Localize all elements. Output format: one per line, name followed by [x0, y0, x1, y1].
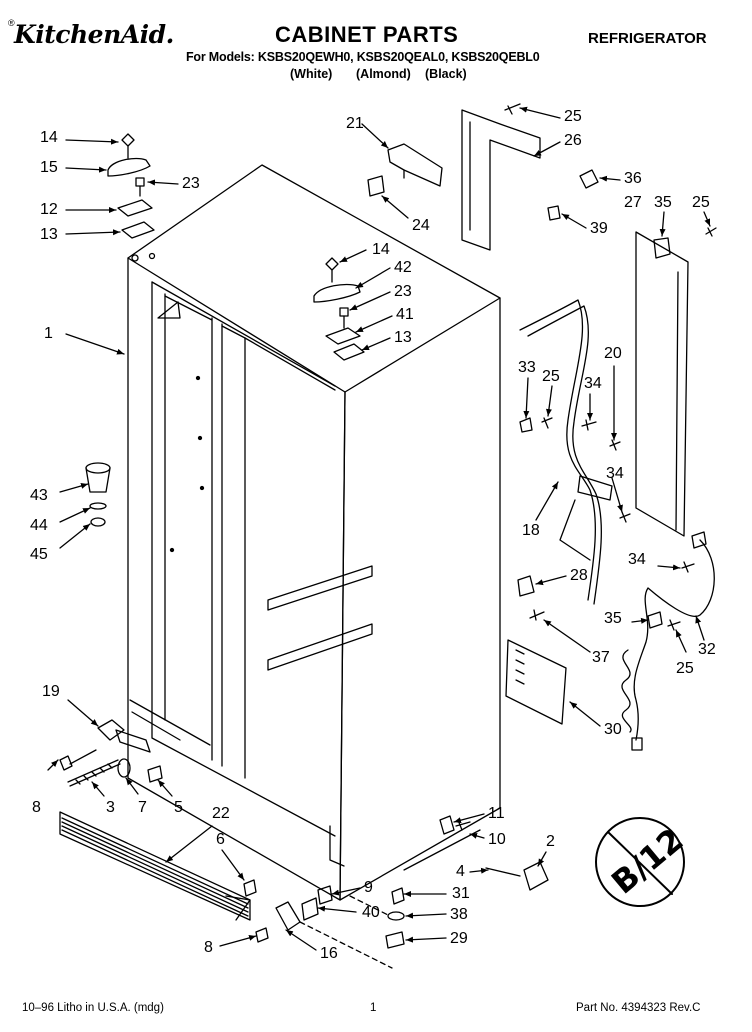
callout-19: 19	[42, 683, 60, 700]
callout-5: 5	[174, 799, 183, 816]
cabinet-shell	[127, 164, 501, 901]
callout-35: 35	[654, 194, 672, 211]
callout-7: 7	[138, 799, 147, 816]
callout-38: 38	[450, 906, 468, 923]
callout-14: 14	[40, 129, 58, 146]
callout-23: 23	[394, 283, 412, 300]
rear-duct	[461, 109, 541, 251]
revision-stamp	[595, 817, 685, 907]
callout-23: 23	[182, 175, 200, 192]
callout-13: 13	[40, 226, 58, 243]
callout-16: 16	[320, 945, 338, 962]
callout-34: 34	[584, 375, 602, 392]
callout-40: 40	[362, 904, 380, 921]
callout-25: 25	[564, 108, 582, 125]
callout-25: 25	[692, 194, 710, 211]
callout-25: 25	[542, 368, 560, 385]
wiring-harness	[519, 299, 613, 605]
access-panel	[505, 639, 567, 725]
callout-36: 36	[624, 170, 642, 187]
callout-26: 26	[564, 132, 582, 149]
color-white: (White)	[290, 67, 333, 81]
page-title: CABINET PARTS	[275, 22, 459, 47]
power-cord	[621, 531, 715, 751]
callout-35: 35	[604, 610, 622, 627]
callout-20: 20	[604, 345, 622, 362]
callout-8: 8	[204, 939, 213, 956]
callout-13: 13	[394, 329, 412, 346]
leader-lines	[47, 106, 711, 951]
callout-43: 43	[30, 487, 48, 504]
callout-15: 15	[40, 159, 58, 176]
small-parts	[59, 103, 717, 969]
callout-18: 18	[522, 522, 540, 539]
color-black: (Black)	[425, 67, 467, 81]
callout-42: 42	[394, 259, 412, 276]
callout-44: 44	[30, 517, 48, 534]
callout-27: 27	[624, 194, 642, 211]
callout-2: 2	[546, 833, 555, 850]
callout-30: 30	[604, 721, 622, 738]
callout-29: 29	[450, 930, 468, 947]
callout-10: 10	[488, 831, 506, 848]
callout-1: 1	[44, 325, 53, 342]
litho-note: 10–96 Litho in U.S.A. (mdg)	[22, 1002, 164, 1014]
callout-14: 14	[372, 241, 390, 258]
callout-6: 6	[216, 831, 225, 848]
brand-mark: ®	[8, 18, 15, 28]
callout-22: 22	[212, 805, 230, 822]
callout-37: 37	[592, 649, 610, 666]
brand-logo: KitchenAid.	[14, 20, 174, 49]
toe-grille	[59, 811, 251, 921]
page-number: 1	[370, 1002, 377, 1014]
callout-33: 33	[518, 359, 536, 376]
part-number: Part No. 4394323 Rev.C	[576, 1002, 701, 1014]
callout-24: 24	[412, 217, 430, 234]
callout-12: 12	[40, 201, 58, 218]
callout-45: 45	[30, 546, 48, 563]
callout-4: 4	[456, 863, 465, 880]
callout-31: 31	[452, 885, 470, 902]
models-line: For Models: KSBS20QEWH0, KSBS20QEAL0, KS…	[186, 50, 540, 64]
callout-41: 41	[396, 306, 414, 323]
callout-3: 3	[106, 799, 115, 816]
color-almond: (Almond)	[356, 67, 411, 81]
callout-25: 25	[676, 660, 694, 677]
appliance-label: REFRIGERATOR	[588, 30, 707, 47]
callout-9: 9	[364, 879, 373, 896]
callout-34: 34	[606, 465, 624, 482]
callout-8: 8	[32, 799, 41, 816]
callout-21: 21	[346, 115, 364, 132]
callout-28: 28	[570, 567, 588, 584]
evaporator-cover	[635, 231, 689, 537]
callout-39: 39	[590, 220, 608, 237]
callout-34: 34	[628, 551, 646, 568]
callout-11: 11	[488, 805, 505, 822]
callout-32: 32	[698, 641, 716, 658]
